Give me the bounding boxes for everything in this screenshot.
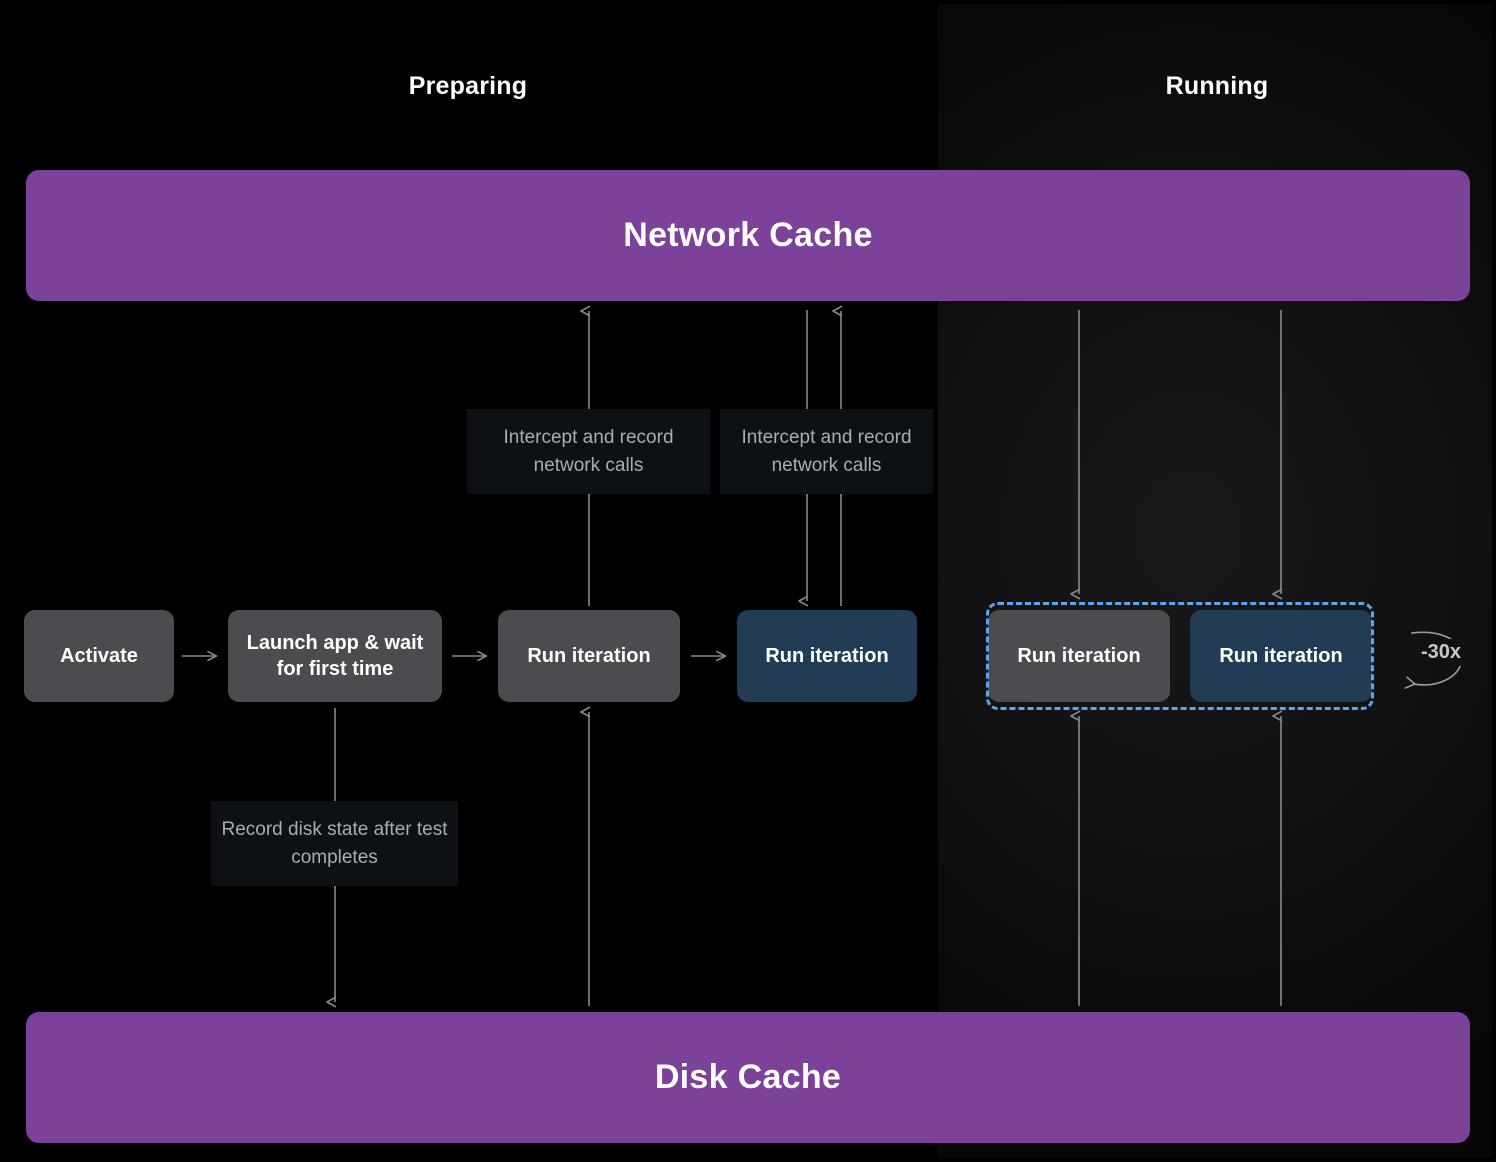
step-box-run-iteration-1[interactable]: Run iteration <box>498 610 680 702</box>
step-label-launch-app: Launch app & wait for first time <box>246 632 424 680</box>
step-box-run-iteration-4[interactable]: Run iteration <box>1190 610 1372 702</box>
phase-title-preparing: Preparing <box>408 72 528 100</box>
step-box-activate[interactable]: Activate <box>24 610 174 702</box>
annotation-intercept-record-2: Intercept and record network calls <box>720 409 933 494</box>
step-label-run-iteration-1: Run iteration <box>527 645 651 667</box>
annotation-intercept-record-1: Intercept and record network calls <box>467 409 710 494</box>
step-label-activate: Activate <box>60 645 138 667</box>
phase-title-running: Running <box>1165 72 1269 100</box>
annotation-record-disk-state: Record disk state after test completes <box>211 801 458 886</box>
step-label-run-iteration-2: Run iteration <box>765 645 889 667</box>
disk-cache-bar[interactable]: Disk Cache <box>26 1012 1470 1143</box>
step-box-launch-app[interactable]: Launch app & wait for first time <box>228 610 442 702</box>
step-label-run-iteration-3: Run iteration <box>1017 645 1141 667</box>
step-box-run-iteration-2[interactable]: Run iteration <box>737 610 917 702</box>
network-cache-label: Network Cache <box>623 216 873 254</box>
network-cache-bar[interactable]: Network Cache <box>26 170 1470 301</box>
step-box-run-iteration-3[interactable]: Run iteration <box>988 610 1170 702</box>
disk-cache-label: Disk Cache <box>654 1058 842 1096</box>
step-label-run-iteration-4: Run iteration <box>1219 645 1343 667</box>
loop-repeat-count-label: -30x <box>1418 639 1465 666</box>
